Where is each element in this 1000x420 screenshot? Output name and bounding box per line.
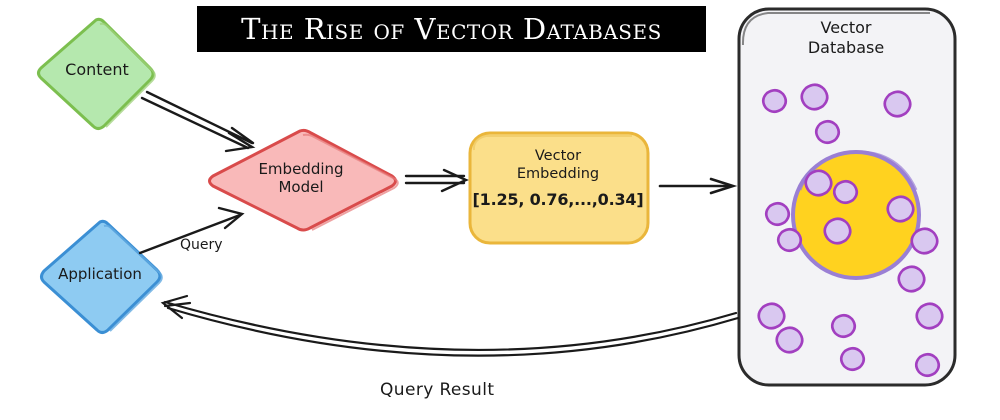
edge-content-to-embedding-model — [140, 90, 256, 153]
vector-dot — [915, 302, 944, 330]
vector-dot — [776, 227, 803, 253]
node-application[interactable] — [40, 219, 163, 334]
vector-dot — [897, 265, 926, 293]
vector-dot-group — [757, 83, 944, 378]
cluster-circle-sketch-stroke — [798, 150, 918, 191]
vector-dot — [839, 346, 866, 372]
edge-vector-embedding-to-database — [658, 177, 738, 195]
vector-dot — [914, 352, 941, 378]
embedding-model-sketch-stroke — [302, 133, 399, 231]
edge-embedding-model-to-vector-embedding — [404, 168, 469, 193]
page-title: The Rise of Vector Databases — [241, 11, 662, 46]
node-embedding-model[interactable] — [208, 128, 399, 232]
vector-dot — [775, 326, 804, 354]
vector-dot — [764, 201, 791, 227]
node-vector-database[interactable] — [737, 7, 957, 387]
edge-database-to-application — [160, 294, 740, 357]
vector-dot — [886, 195, 915, 223]
content-diamond-shape — [37, 17, 155, 130]
vector-dot — [814, 119, 841, 145]
node-vector-embedding[interactable] — [468, 131, 650, 245]
title-banner: The Rise of Vector Databases — [197, 6, 706, 52]
vector-dot — [910, 227, 939, 255]
vector-dot — [757, 302, 786, 330]
content-diamond-sketch-stroke — [99, 22, 156, 128]
vector-dot — [823, 217, 852, 245]
vector-embedding-box-shape — [468, 131, 650, 245]
node-content[interactable] — [37, 17, 156, 130]
vector-dot — [832, 179, 859, 205]
edge-application-to-embedding-model — [138, 206, 245, 255]
application-diamond-shape — [40, 219, 162, 334]
vector-database-sketch-stroke — [741, 12, 930, 46]
vector-dot — [883, 90, 912, 118]
vector-dot — [761, 88, 788, 114]
vector-dot — [800, 83, 829, 111]
vector-embedding-sketch-stroke — [472, 135, 632, 151]
vector-dot — [830, 313, 857, 339]
application-diamond-sketch-stroke — [103, 224, 163, 332]
vector-dot — [804, 169, 833, 197]
